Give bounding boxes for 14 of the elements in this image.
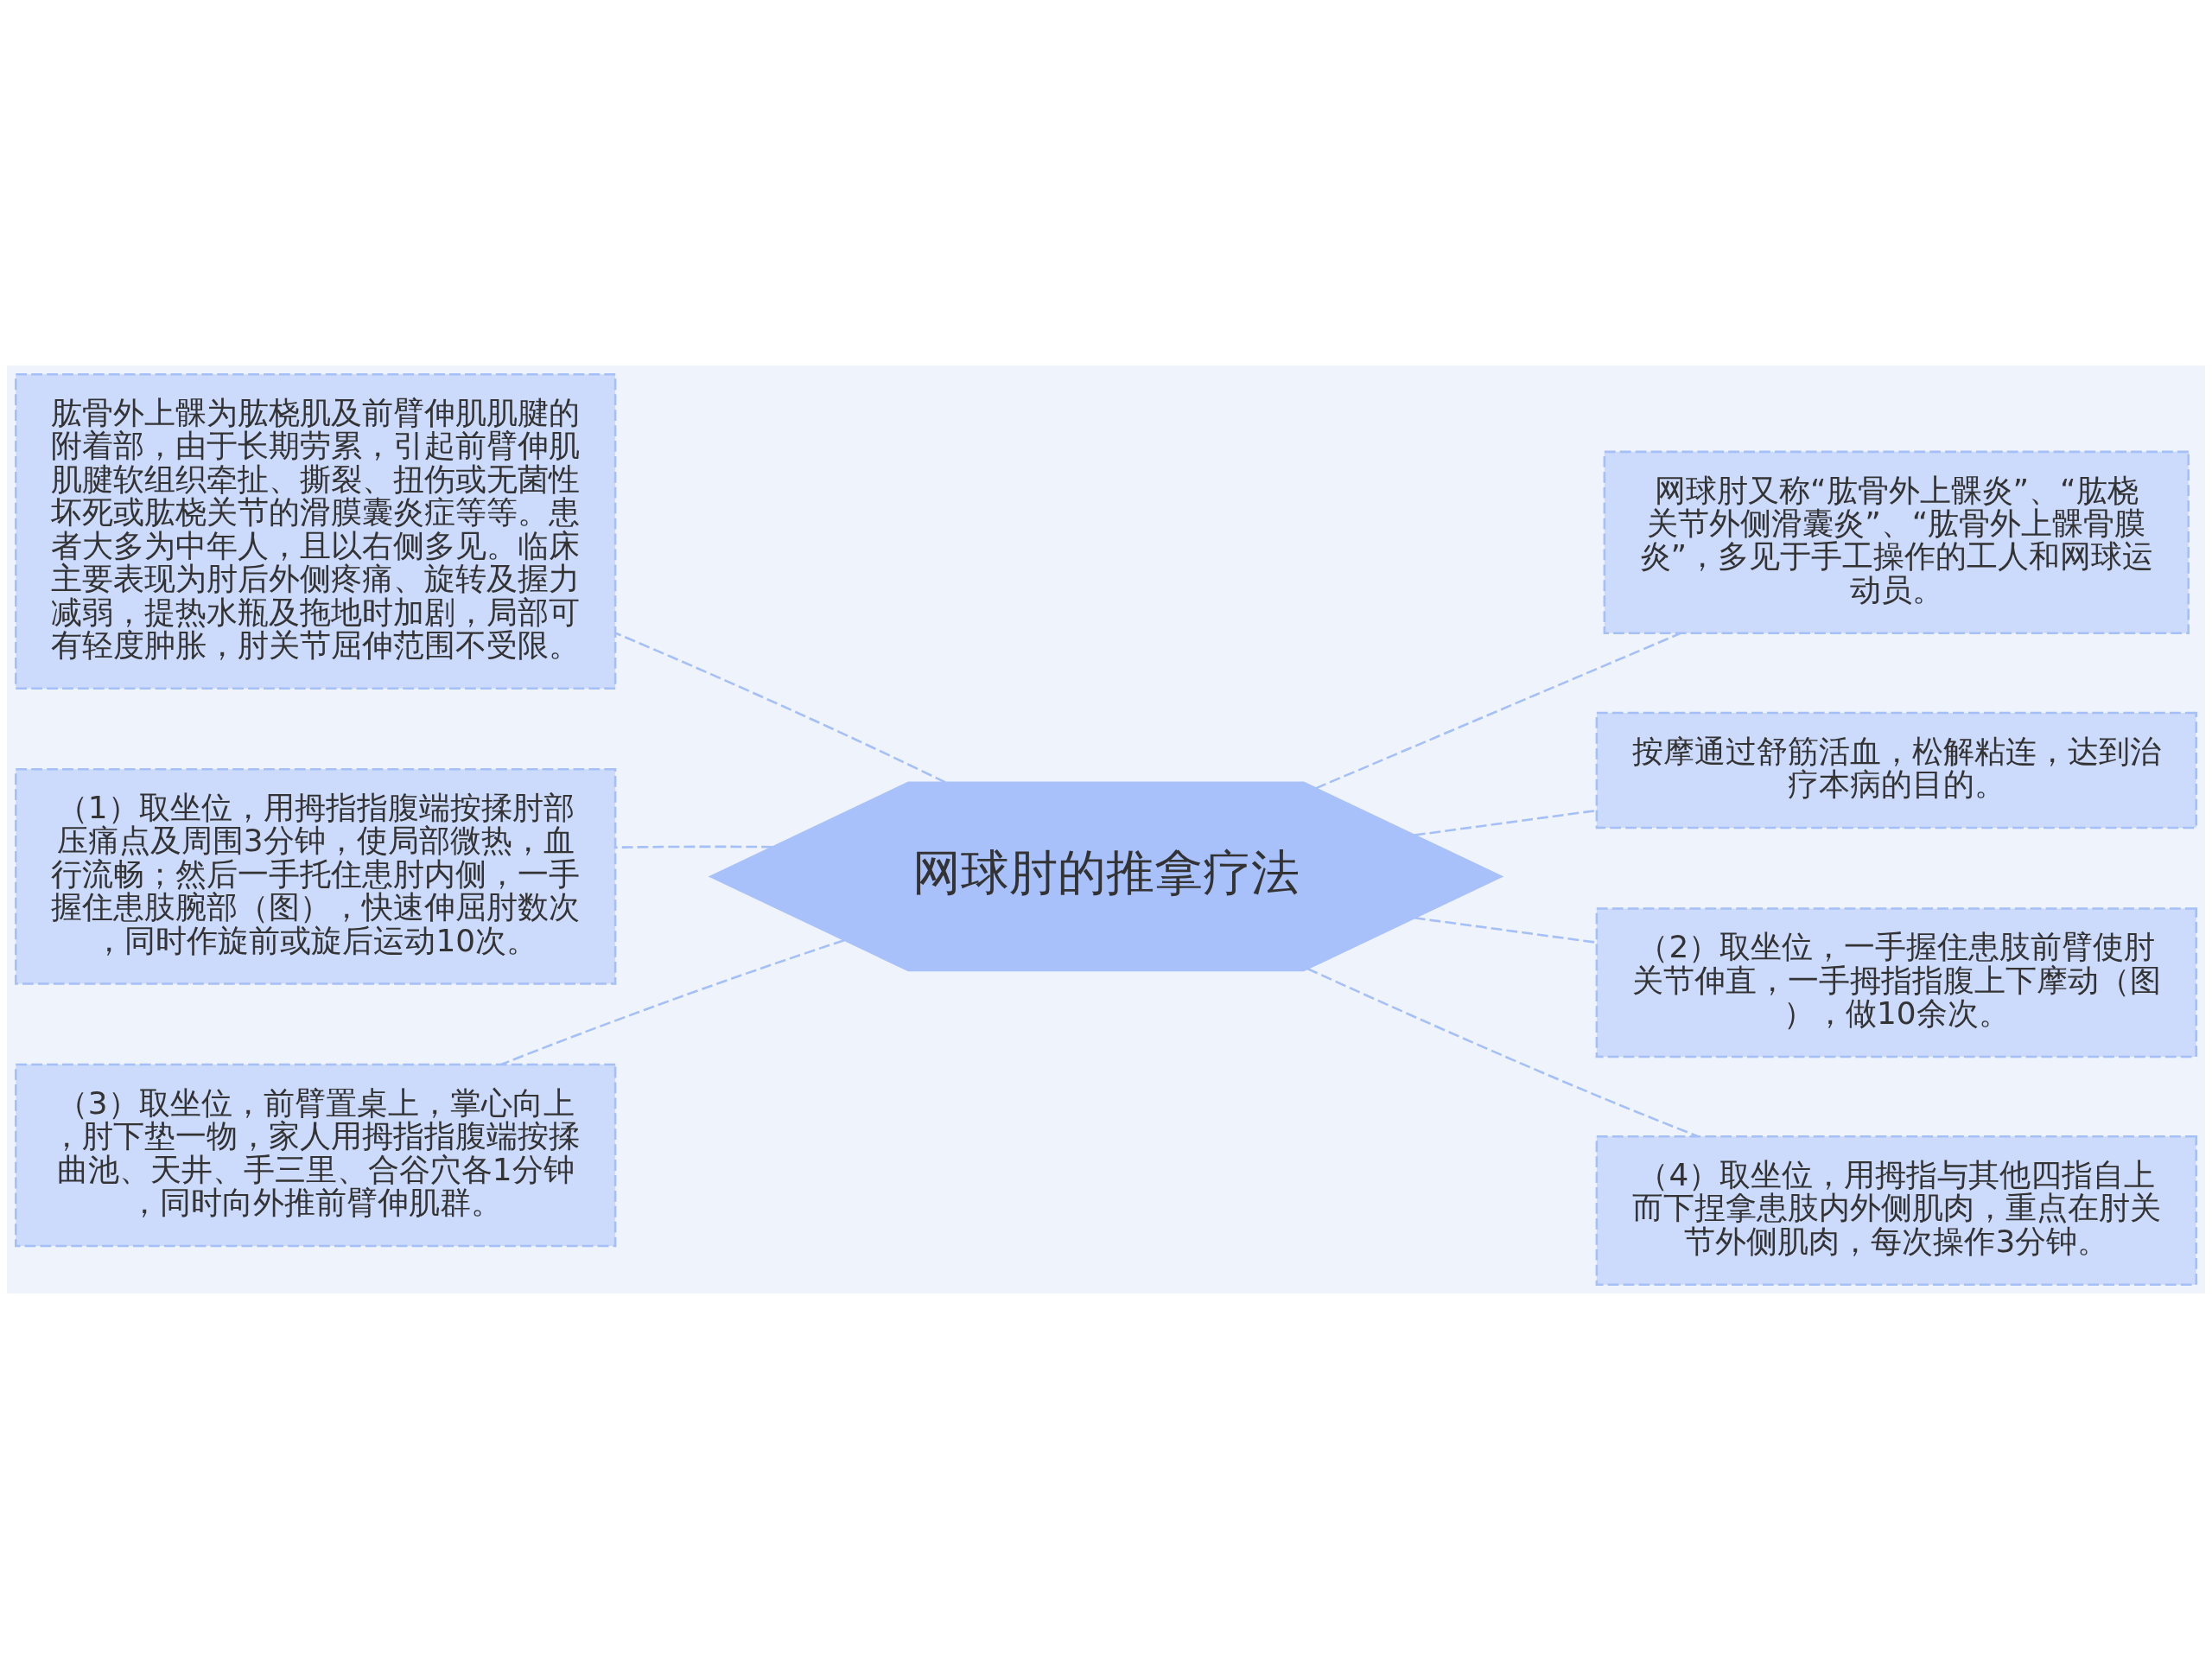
- node-box: （2）取坐位，一手握住患肢前臂使肘关节伸直，一手拇指指腹上下摩动（图），做10余次。: [1595, 907, 2197, 1058]
- node-box: （1）取坐位，用拇指指腹端按揉肘部压痛点及周围3分钟，使局部微热，血行流畅；然后一手托住患肘内侧，一手握住患肢腕部（图），快速伸屈肘数次，同时作旋前或旋后运动10次。: [15, 767, 617, 985]
- connector: [500, 939, 845, 1066]
- node-box: 网球肘又称“肱骨外上髁炎”、“肱桡关节外侧滑囊炎”、“肱骨外上髁骨膜炎”，多见于手工操作的工人和网球运动员。: [1603, 450, 2190, 635]
- node-box: （4）取坐位，用拇指与其他四指自上而下捏拿患肢内外侧肌肉，重点在肘关节外侧肌肉，每次操作3分钟。: [1595, 1135, 2197, 1287]
- connector: [1414, 809, 1597, 836]
- connector: [1315, 632, 1681, 790]
- node-box: 肱骨外上髁为肱桡肌及前臂伸肌肌腱的附着部，由于长期劳累，引起前臂伸肌肌腱软组织牵扯、撕裂、扭伤或无菌性坏死或肱桡关节的滑膜囊炎症等等。患者大多为中年人，且以右侧多见。临床主要表现为肘后外侧疼痛、旋转及握力减弱，提热水瓶及拖地时加剧，局部可有轻度肿胀，肘关节屈伸范围不受限。: [15, 372, 617, 690]
- node-box: （3）取坐位，前臂置桌上，掌心向上，肘下垫一物，家人用拇指指腹端按揉曲池、天井、手三里、合谷穴各1分钟，同时向外推前臂伸肌群。: [15, 1063, 617, 1248]
- node-box: 按摩通过舒筋活血，松解粘连，达到治疗本病的目的。: [1595, 711, 2197, 830]
- connector: [1414, 917, 1597, 944]
- connector: [614, 632, 946, 784]
- connector: [1306, 967, 1699, 1138]
- connector: [615, 845, 772, 849]
